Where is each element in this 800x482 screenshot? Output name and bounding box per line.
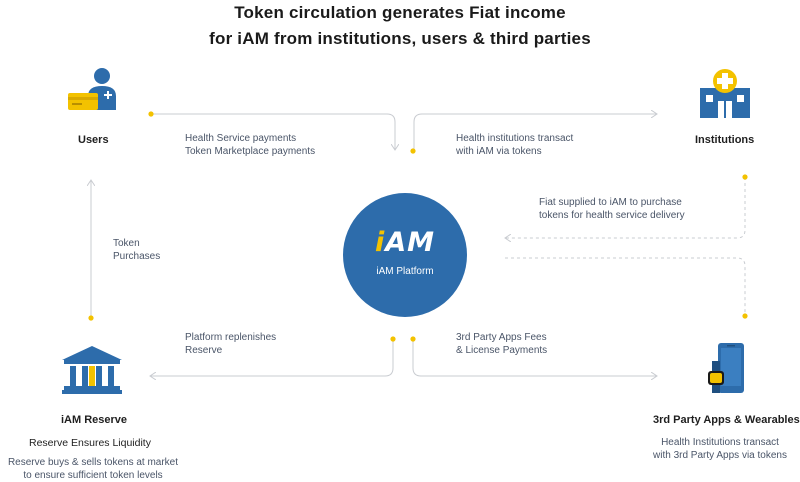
reserve-desc-line-2: to ensure sufficient token levels (23, 470, 163, 481)
user-card-icon (68, 66, 118, 112)
flow-dot (742, 313, 748, 319)
iam-logo-i: i (374, 227, 386, 258)
flow-dot (742, 174, 748, 180)
flow-text-hub-to-institutions: Health institutions transact with iAM vi… (456, 132, 573, 158)
iam-logo-am: AM (385, 227, 436, 258)
flow-text-line: Purchases (113, 251, 161, 262)
title-line-1: Token circulation generates Fiat income (234, 3, 566, 22)
flow-text-hub-to-reserve: Platform replenishes Reserve (185, 331, 276, 357)
reserve-label: iAM Reserve (61, 414, 128, 426)
flow-text-reserve-to-users: Token Purchases (113, 237, 160, 263)
flow-dot (390, 336, 396, 342)
flow-text-institutions-to-hub: Fiat supplied to iAM to purchase tokens … (539, 196, 685, 222)
flow-text-line: Health Service payments (185, 133, 297, 144)
reserve-desc-line-1: Reserve buys & sells tokens at market (7, 457, 179, 468)
iam-logo: iAM (343, 227, 467, 258)
diagram-title: Token circulation generates Fiat income … (0, 0, 800, 52)
reserve-description: Reserve buys & sells tokens at market to… (0, 456, 186, 482)
flow-text-line: Health institutions transact (456, 133, 574, 144)
flow-text-line: with iAM via tokens (456, 146, 542, 157)
flow-text-line: Platform replenishes (185, 332, 277, 343)
flow-line-hub-to-institutions (413, 114, 657, 150)
hub-label: iAM Platform (376, 266, 434, 277)
flow-dot (410, 148, 416, 154)
flow-text-line: & License Payments (456, 345, 548, 356)
phone-watch-icon (706, 343, 746, 395)
apps-description: Health Institutions transact with 3rd Pa… (640, 436, 800, 462)
flow-text-line: Reserve (185, 345, 223, 356)
apps-desc-line-2: with 3rd Party Apps via tokens (653, 450, 787, 461)
flow-text-hub-to-apps: 3rd Party Apps Fees & License Payments (456, 331, 547, 357)
bank-icon (62, 346, 122, 394)
flow-line-hub-to-reserve (150, 339, 394, 376)
flow-line-hub-to-institutions-dashed (505, 257, 746, 316)
users-label: Users (78, 134, 109, 146)
hospital-icon (700, 68, 750, 118)
iam-platform-hub: iAM iAM Platform (343, 193, 467, 317)
apps-label: 3rd Party Apps & Wearables (653, 414, 800, 426)
flow-text-line: tokens for health service delivery (539, 210, 685, 221)
flow-text-users-to-hub: Health Service payments Token Marketplac… (185, 132, 315, 158)
flow-dot (410, 336, 416, 342)
flow-text-line: Token (113, 238, 140, 249)
flow-line-hub-to-apps (412, 339, 657, 376)
flow-dot (88, 315, 94, 321)
apps-desc-line-1: Health Institutions transact (661, 437, 779, 448)
title-line-2: for iAM from institutions, users & third… (209, 29, 591, 48)
reserve-subtitle: Reserve Ensures Liquidity (29, 437, 151, 449)
flow-text-line: Token Marketplace payments (185, 146, 316, 157)
flow-text-line: Fiat supplied to iAM to purchase (539, 197, 682, 208)
institutions-label: Institutions (695, 134, 755, 146)
flow-dot (148, 111, 154, 117)
flow-line-users-to-hub (151, 113, 395, 150)
flow-text-line: 3rd Party Apps Fees (456, 332, 547, 343)
